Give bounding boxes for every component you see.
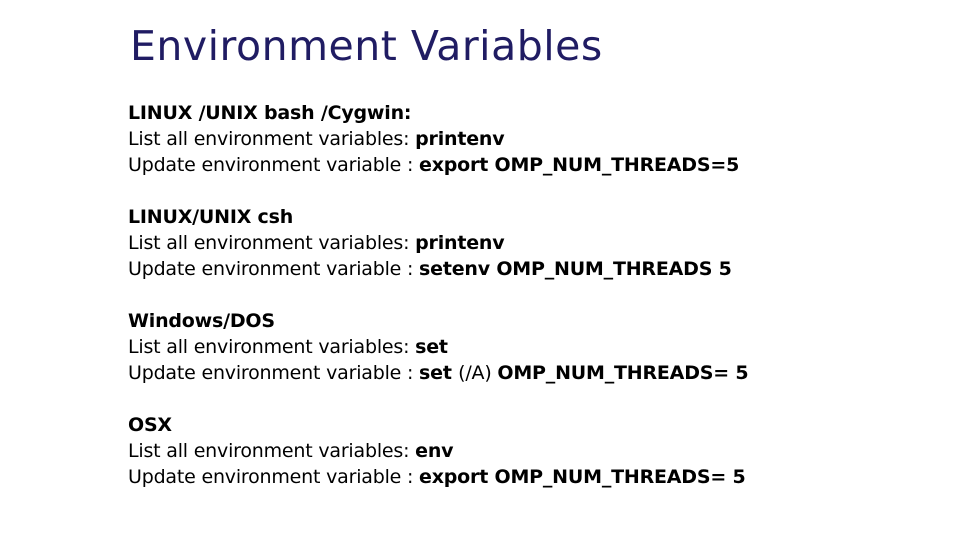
list-command: env [415,440,454,462]
update-line-windows-dos: Update environment variable : set (/A) O… [128,360,938,386]
update-label: Update environment variable : [128,466,420,488]
section-header-linux-csh: LINUX/UNIX csh [128,206,294,228]
section-osx: OSX List all environment variables: env … [128,412,938,490]
update-label: Update environment variable : [128,362,420,384]
list-command: set [415,336,448,358]
update-label: Update environment variable : [128,258,420,280]
section-windows-dos: Windows/DOS List all environment variabl… [128,308,938,386]
list-line-linux-csh: List all environment variables: printenv [128,230,938,256]
list-label: List all environment variables: [128,440,416,462]
list-label: List all environment variables: [128,336,416,358]
update-line-linux-csh: Update environment variable : setenv OMP… [128,256,938,282]
update-label: Update environment variable : [128,154,420,176]
list-label: List all environment variables: [128,128,416,150]
page-title: Environment Variables [130,22,603,70]
section-header-osx: OSX [128,414,172,436]
update-command-tail: OMP_NUM_THREADS= 5 [497,362,749,384]
content-body: LINUX /UNIX bash /Cygwin: List all envir… [128,100,938,490]
list-line-windows-dos: List all environment variables: set [128,334,938,360]
list-command: printenv [415,232,505,254]
section-linux-csh: LINUX/UNIX csh List all environment vari… [128,204,938,282]
section-header-windows-dos: Windows/DOS [128,310,275,332]
update-line-osx: Update environment variable : export OMP… [128,464,938,490]
update-command: export OMP_NUM_THREADS= 5 [419,466,746,488]
update-command: set [419,362,459,384]
section-linux-bash: LINUX /UNIX bash /Cygwin: List all envir… [128,100,938,178]
update-command-flag: (/A) [458,362,498,384]
update-command: setenv OMP_NUM_THREADS 5 [419,258,732,280]
list-label: List all environment variables: [128,232,416,254]
update-command: export OMP_NUM_THREADS=5 [419,154,740,176]
section-header-linux-bash: LINUX /UNIX bash /Cygwin: [128,102,412,124]
list-line-osx: List all environment variables: env [128,438,938,464]
list-command: printenv [415,128,505,150]
list-line-linux-bash: List all environment variables: printenv [128,126,938,152]
update-line-linux-bash: Update environment variable : export OMP… [128,152,938,178]
